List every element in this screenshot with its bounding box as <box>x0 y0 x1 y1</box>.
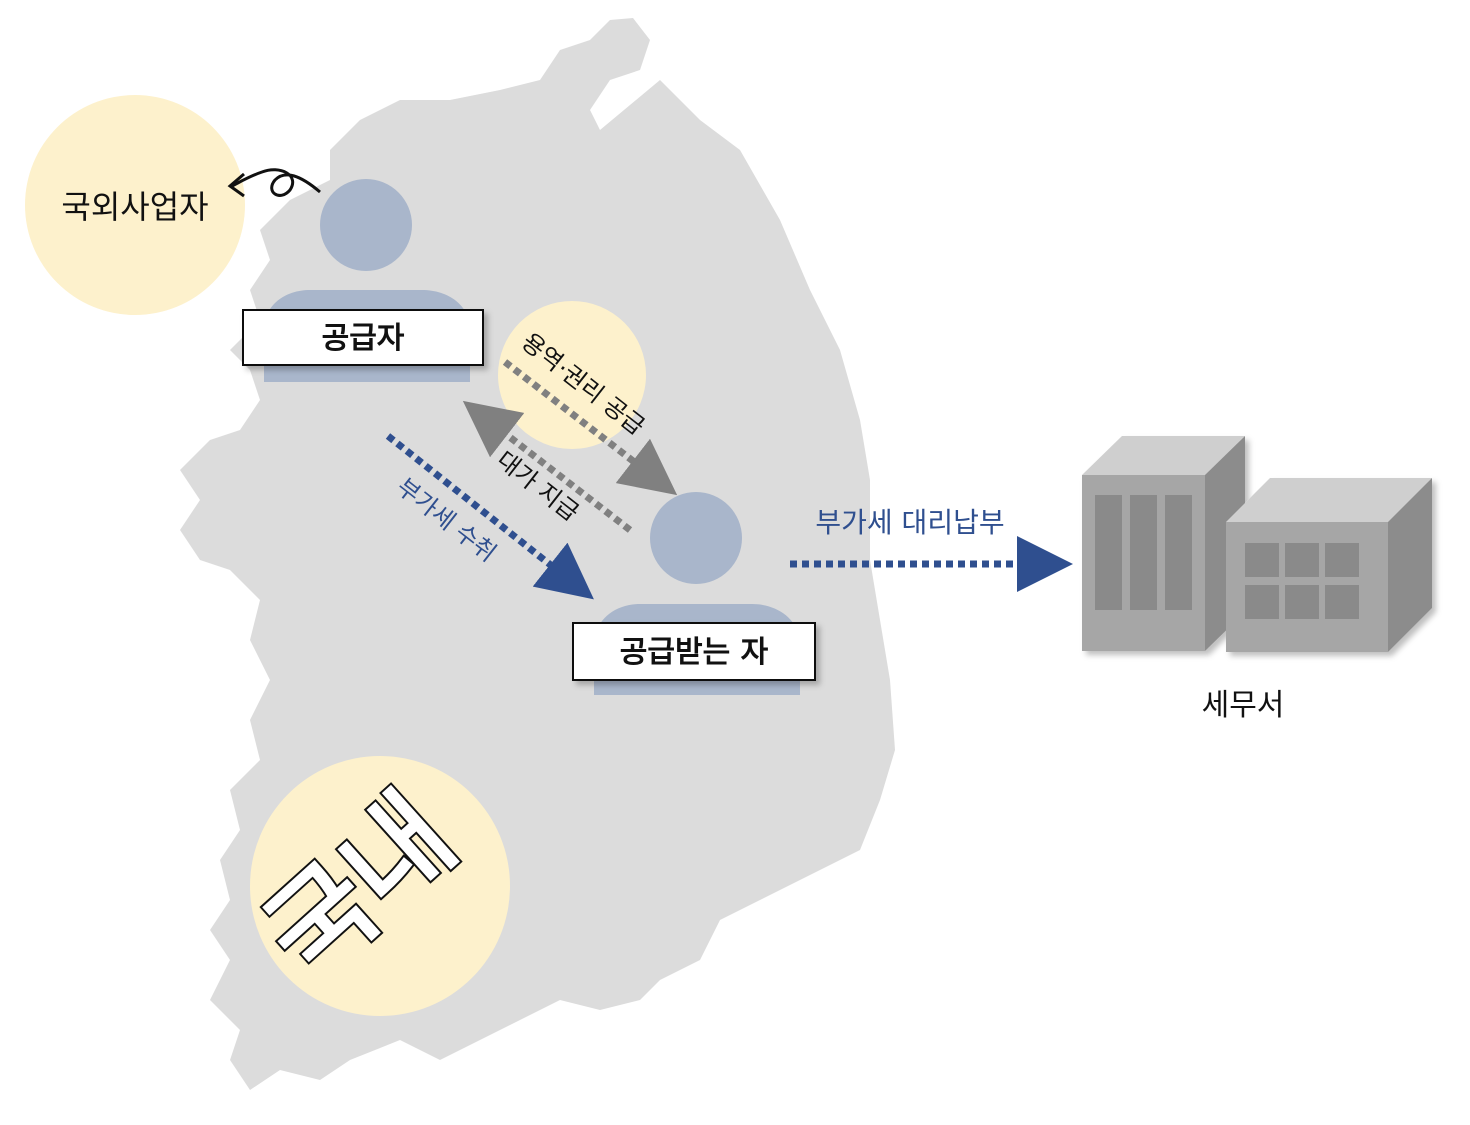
vat-proxy-payment-label: 부가세 대리납부 <box>815 506 1004 539</box>
supply-arrow <box>502 359 678 496</box>
supplier-box <box>242 309 484 366</box>
vat-collection-arrow <box>385 433 594 600</box>
foreign-business-circle <box>25 95 245 315</box>
payment-arrow <box>462 400 633 533</box>
tax-office-building-icon <box>1082 436 1432 652</box>
curvy-arrow-icon <box>231 168 321 197</box>
domestic-circle <box>250 756 510 1016</box>
tax-office-label: 세무서 <box>1202 688 1285 723</box>
foreign-business-label: 국외사업자 <box>61 188 208 226</box>
recipient-label: 공급받는 자 <box>620 635 769 670</box>
recipient-box <box>572 622 816 681</box>
curvy-arrow-head <box>227 172 245 198</box>
supply-highlight-circle <box>498 301 646 449</box>
supplier-person-head <box>320 179 412 271</box>
supplier-label: 공급자 <box>322 321 405 356</box>
recipient-person-head <box>650 492 742 584</box>
